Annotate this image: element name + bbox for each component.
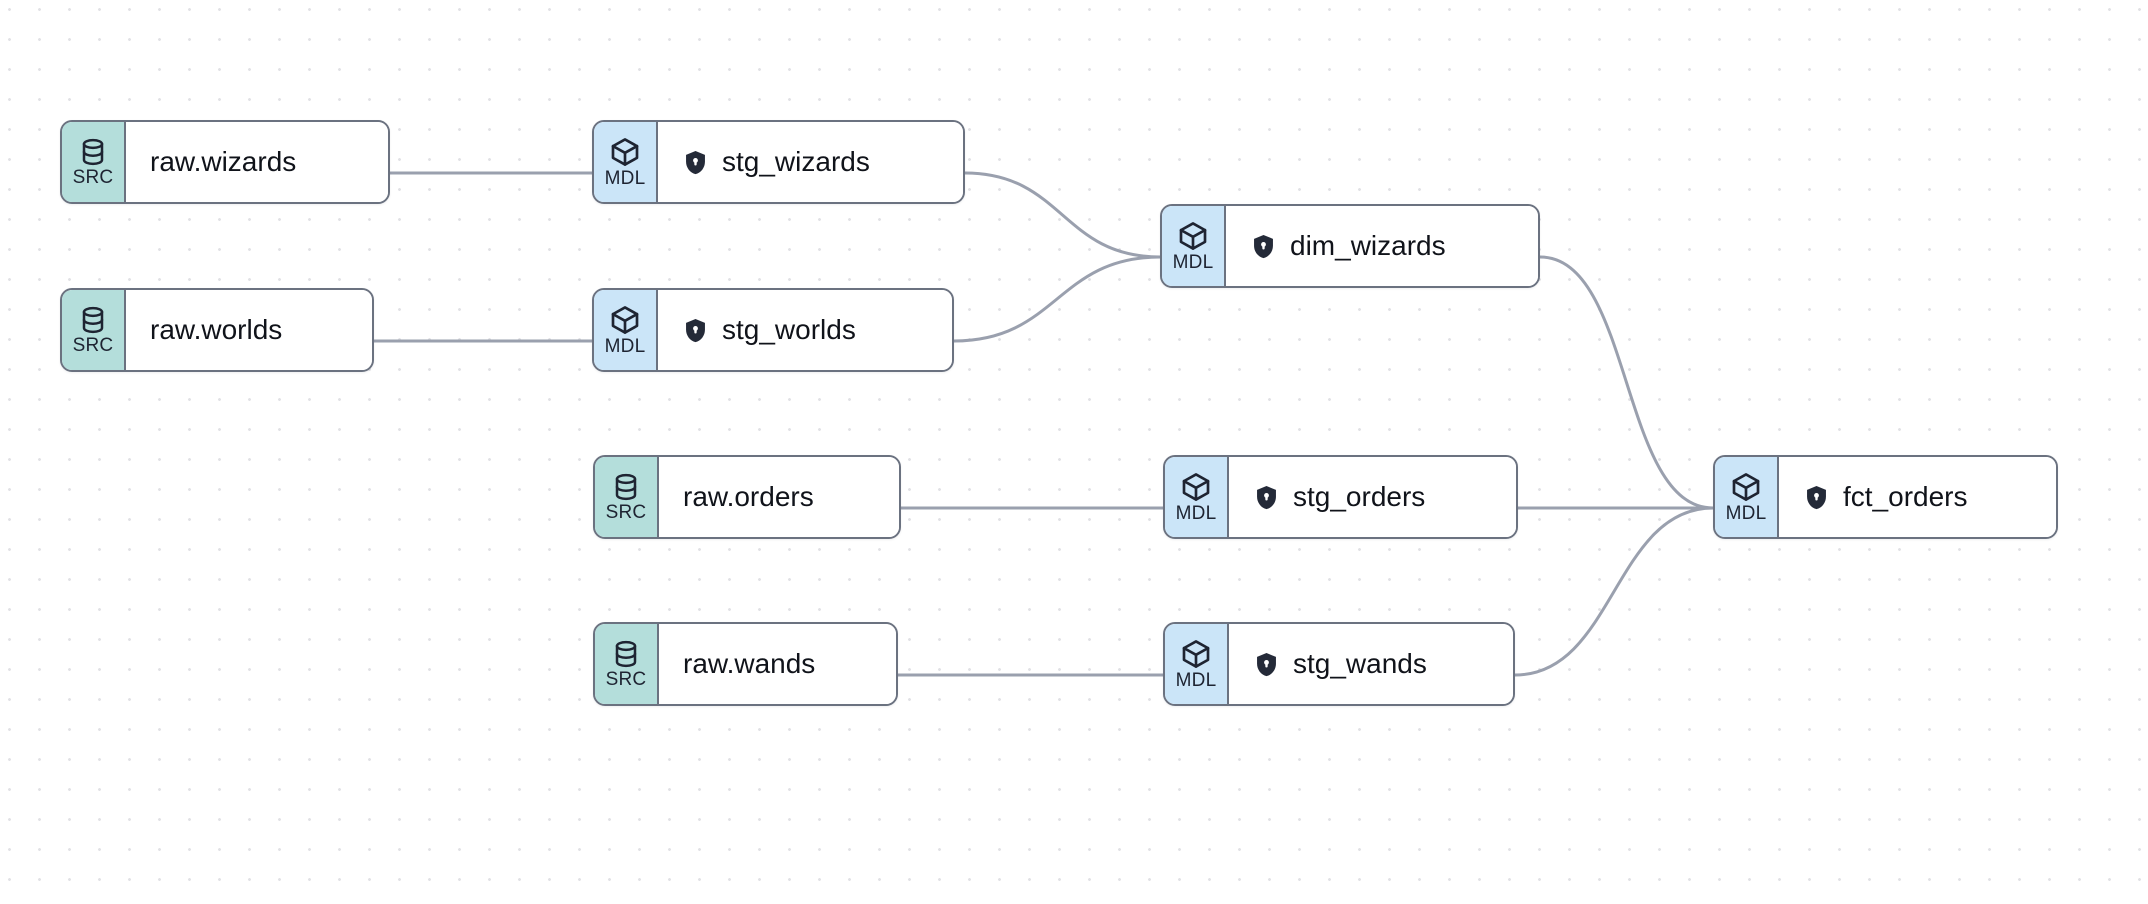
shield-lock-icon [682,149,709,176]
cube-icon [1180,471,1212,503]
node-body: fct_orders [1779,457,2056,537]
node-label: stg_worlds [722,314,856,345]
lineage-node-raw-worlds[interactable]: SRC raw.worlds [60,288,374,372]
node-label: raw.wands [683,648,816,679]
node-type-badge-source: SRC [595,624,659,704]
node-type-badge-source: SRC [595,457,659,537]
node-type-label: SRC [72,167,114,188]
lineage-edge-stg-wands-to-fct-orders[interactable] [1513,506,1715,677]
database-icon [611,472,641,502]
node-label: stg_wizards [722,146,870,177]
node-type-badge-source: SRC [62,122,126,202]
node-type-label: SRC [72,335,114,356]
node-body: raw.wizards [126,122,388,202]
shield-lock-icon [1250,233,1277,260]
node-type-badge-model: MDL [1165,624,1229,704]
node-body: raw.orders [659,457,899,537]
lineage-edge-dim-wizards-to-fct-orders[interactable] [1538,255,1715,510]
node-label: raw.wizards [150,146,297,177]
lineage-node-raw-wizards[interactable]: SRC raw.wizards [60,120,390,204]
node-label: raw.worlds [150,314,283,345]
lineage-edge-stg-worlds-to-dim-wizards[interactable] [952,255,1162,343]
node-type-badge-model: MDL [594,290,658,370]
database-icon [611,639,641,669]
node-label: raw.orders [683,481,814,512]
lineage-node-dim-wizards[interactable]: MDL dim_wizards [1160,204,1540,288]
lineage-node-fct-orders[interactable]: MDL fct_orders [1713,455,2058,539]
node-type-label: SRC [605,669,647,690]
cube-icon [1180,638,1212,670]
node-type-label: MDL [1175,503,1217,524]
node-type-label: MDL [1725,503,1767,524]
node-type-label: SRC [605,502,647,523]
node-label: fct_orders [1843,481,1968,512]
node-body: raw.worlds [126,290,372,370]
cube-icon [609,304,641,336]
shield-lock-icon [1253,651,1280,678]
node-type-label: MDL [1172,252,1214,273]
node-label: stg_orders [1293,481,1426,512]
node-body: stg_wizards [658,122,963,202]
shield-lock-icon [682,317,709,344]
node-type-label: MDL [604,336,646,357]
shield-lock-icon [1253,484,1280,511]
cube-icon [1730,471,1762,503]
node-type-label: MDL [1175,670,1217,691]
node-type-badge-model: MDL [594,122,658,202]
lineage-node-stg-orders[interactable]: MDL stg_orders [1163,455,1518,539]
node-label: stg_wands [1293,648,1427,679]
node-type-badge-model: MDL [1715,457,1779,537]
database-icon [78,305,108,335]
lineage-node-raw-wands[interactable]: SRC raw.wands [593,622,898,706]
node-label: dim_wizards [1290,230,1446,261]
node-type-badge-model: MDL [1162,206,1226,286]
shield-lock-icon [1803,484,1830,511]
lineage-node-stg-wizards[interactable]: MDL stg_wizards [592,120,965,204]
node-body: stg_wands [1229,624,1513,704]
node-type-badge-model: MDL [1165,457,1229,537]
lineage-node-raw-orders[interactable]: SRC raw.orders [593,455,901,539]
database-icon [78,137,108,167]
node-body: dim_wizards [1226,206,1538,286]
node-body: stg_worlds [658,290,952,370]
lineage-edge-stg-wizards-to-dim-wizards[interactable] [963,171,1162,259]
cube-icon [1177,220,1209,252]
node-body: stg_orders [1229,457,1516,537]
node-type-label: MDL [604,168,646,189]
lineage-node-stg-wands[interactable]: MDL stg_wands [1163,622,1515,706]
node-body: raw.wands [659,624,896,704]
lineage-node-stg-worlds[interactable]: MDL stg_worlds [592,288,954,372]
node-type-badge-source: SRC [62,290,126,370]
cube-icon [609,136,641,168]
